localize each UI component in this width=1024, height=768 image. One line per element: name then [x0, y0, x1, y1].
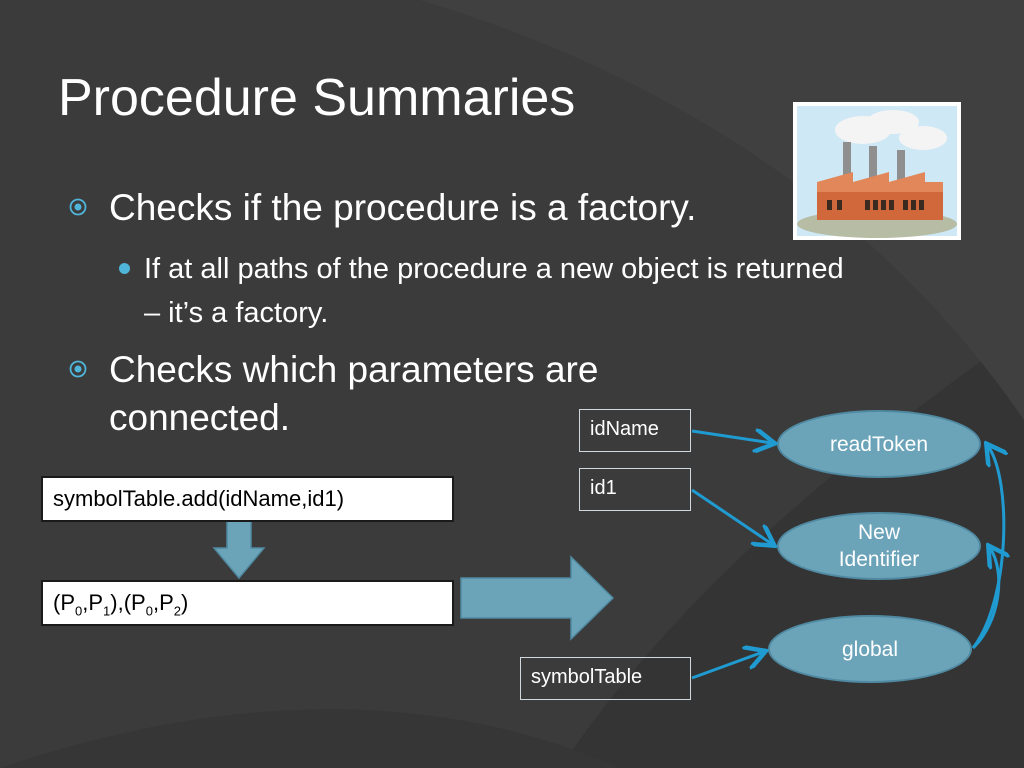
sub-bullet-factory-rule: If at all paths of the procedure a new o… [119, 247, 864, 335]
circle-bullet-icon [69, 198, 87, 216]
factory-clipart [793, 102, 961, 240]
bullet-text: Checks which parameters are connected. [109, 349, 599, 438]
param-box-idname: idName [579, 409, 691, 452]
code-box-symboltable-add: symbolTable.add(idName,id1) [41, 476, 454, 522]
bullet-factory: Checks if the procedure is a factory. [69, 184, 809, 232]
circle-bullet-icon [69, 360, 87, 378]
code-box-parameter-pairs: (P0,P1),(P0,P2) [41, 580, 454, 626]
sub-bullet-text: If at all paths of the procedure a new o… [144, 253, 844, 329]
bullet-text: Checks if the procedure is a factory. [109, 187, 697, 228]
factory-icon [793, 102, 961, 240]
param-box-symboltable: symbolTable [520, 657, 691, 700]
node-readtoken: readToken [777, 410, 981, 478]
node-global: global [768, 615, 972, 683]
node-new-identifier: New Identifier [777, 512, 981, 580]
bullet-parameters: Checks which parameters are connected. [69, 346, 709, 442]
slide-title: Procedure Summaries [58, 69, 576, 127]
sub-bullet-dot-icon [119, 263, 130, 274]
param-box-id1: id1 [579, 468, 691, 511]
